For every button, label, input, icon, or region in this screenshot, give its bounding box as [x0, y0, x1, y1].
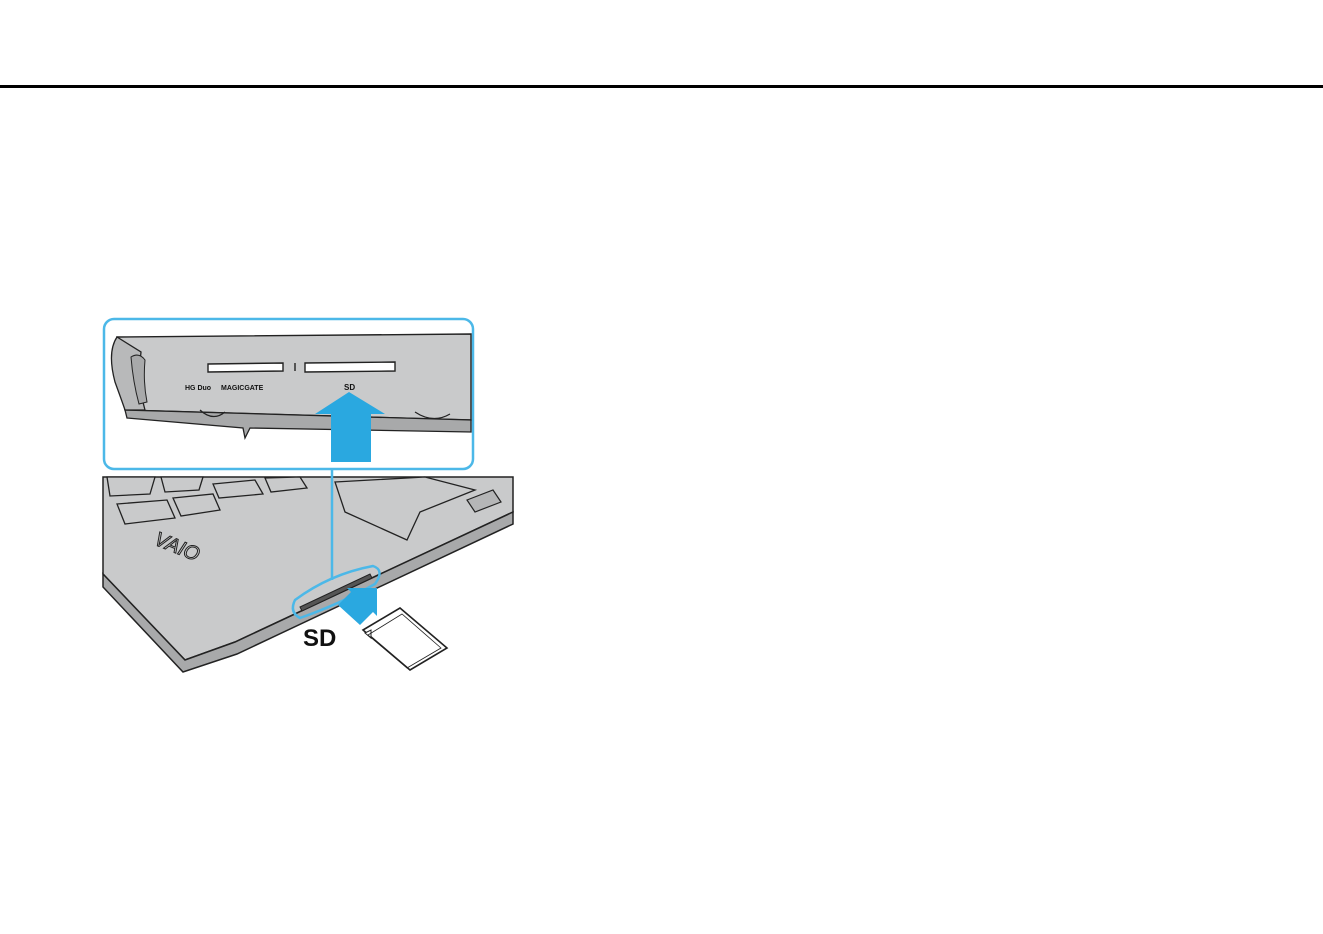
hg-duo-label: HG Duo [185, 385, 211, 392]
sd-label: SD [303, 625, 336, 652]
sd-card-insertion-illustration: VAIO SD [95, 312, 525, 687]
inset-sd-slot [305, 362, 395, 372]
sd-card [363, 608, 447, 670]
memory-stick-slot [208, 363, 283, 372]
illustration-svg: VAIO SD [95, 312, 525, 687]
inset-sd-small-label: SD [344, 383, 355, 392]
header-rule [0, 85, 1323, 88]
zoom-inset: HG Duo MAGICGATE SD [104, 319, 473, 469]
magicgate-label: MAGICGATE [221, 385, 264, 392]
